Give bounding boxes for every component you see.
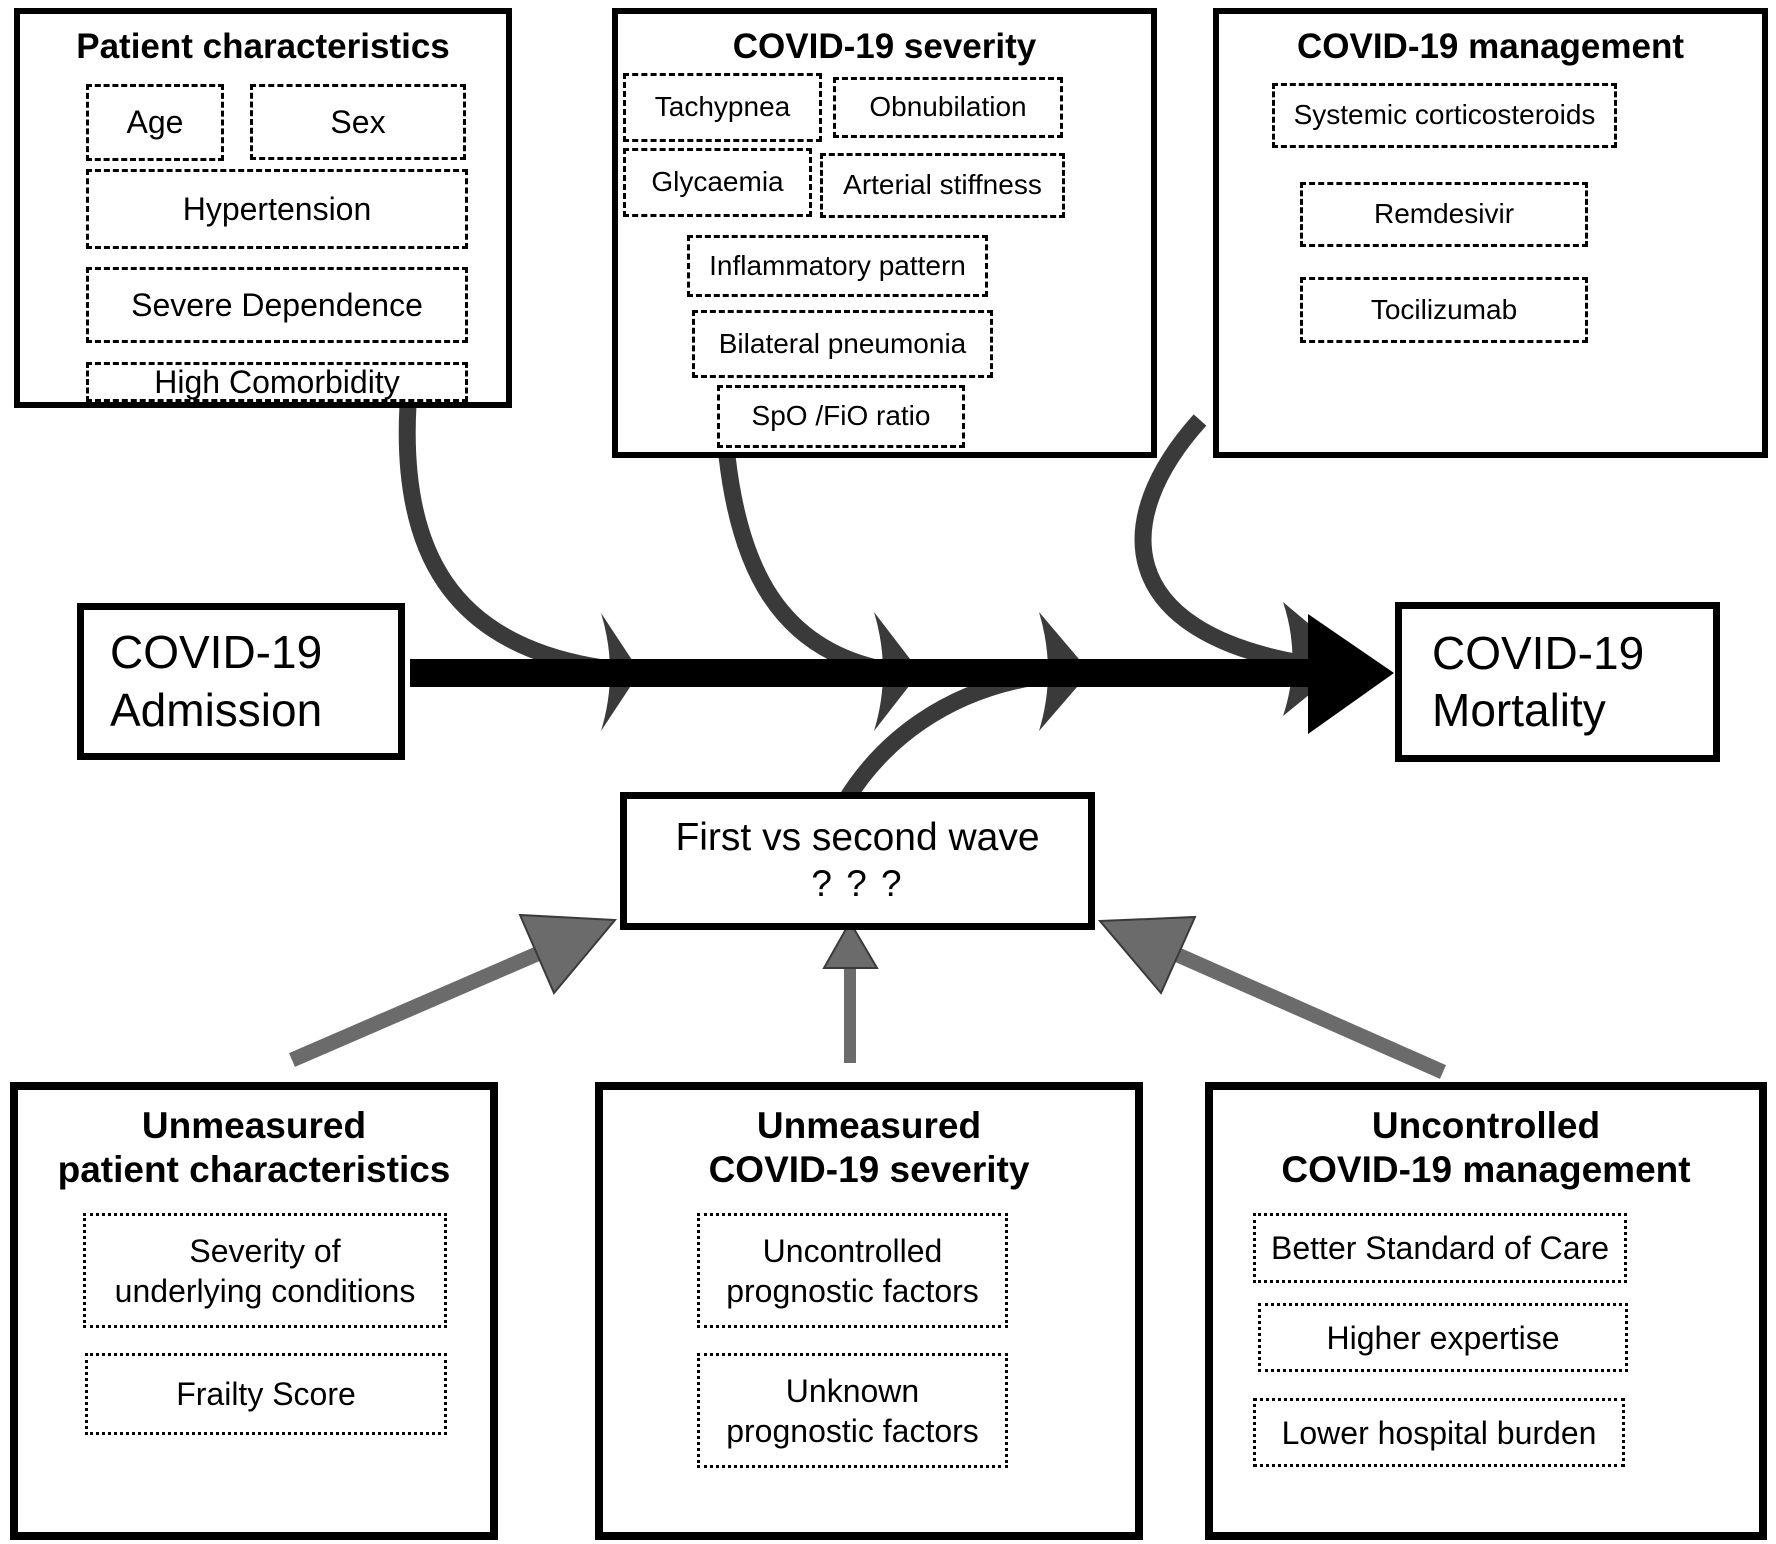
unmeasured-patient-arrow [289,913,618,1067]
hypertension-box: Hypertension [86,169,468,249]
covid-severity-box: COVID-19 severity Tachypnea Obnubilation… [612,8,1157,458]
admission-line1: COVID-19 [110,626,323,678]
covid-admission-box: COVID-19 Admission [77,603,405,760]
severe-dependence-box: Severe Dependence [86,267,468,343]
covid-severity-title: COVID-19 severity [732,27,1037,66]
unmeasured-covid-severity-box: Unmeasured COVID-19 severity Uncontrolle… [595,1082,1143,1540]
main-arrow-shaft [410,659,1315,687]
arterial-stiffness-box: Arterial stiffness [820,153,1065,218]
first-vs-second-wave-box: First vs second wave ? ? ? [620,792,1095,930]
sex-box: Sex [250,84,466,160]
patient-characteristics-effect-arrow [398,404,605,677]
covid-management-title: COVID-19 management [1296,27,1685,66]
covid-severity-effect-arrow [718,455,878,677]
covid-management-effect-arrow [1134,414,1302,672]
uncontrolled-covid-management-box: Uncontrolled COVID-19 management Better … [1205,1082,1767,1540]
uncontrolled-prognostic-factors-box: Uncontrolled prognostic factors [697,1213,1008,1328]
frailty-score-box: Frailty Score [85,1353,447,1435]
higher-expertise-box: Higher expertise [1258,1303,1628,1372]
obnubilation-box: Obnubilation [833,77,1063,138]
unknown-prognostic-factors-box: Unknown prognostic factors [697,1353,1008,1468]
covid-mortality-box: COVID-19 Mortality [1395,602,1720,762]
unmeasured-patient-characteristics-box: Unmeasured patient characteristics Sever… [10,1082,498,1540]
mortality-line2: Mortality [1432,684,1606,736]
wave-question-line1: First vs second wave [675,816,1040,860]
systemic-corticosteroids-box: Systemic corticosteroids [1272,83,1617,148]
uncontrolled-management-arrow [1097,915,1447,1079]
wave-modifier-effect-arrow [838,667,1043,805]
unmeasured-severity-title: Unmeasured COVID-19 severity [708,1105,1030,1191]
tocilizumab-box: Tocilizumab [1300,277,1588,343]
admission-line2: Admission [110,683,323,736]
inflammatory-pattern-box: Inflammatory pattern [687,235,988,297]
mortality-line1: COVID-19 [1432,626,1645,679]
high-comorbidity-box: High Comorbidity [86,362,468,402]
better-standard-of-care-box: Better Standard of Care [1253,1213,1627,1283]
tachypnea-box: Tachypnea [623,73,822,142]
main-arrow-head [1308,614,1394,734]
glycaemia-box: Glycaemia [623,148,812,217]
lower-hospital-burden-box: Lower hospital burden [1253,1398,1625,1467]
patient-characteristics-title: Patient characteristics [76,27,450,66]
unmeasured-severity-arrow [822,919,879,1063]
wave-question-line2: ? ? ? [811,863,904,905]
severity-underlying-conditions-box: Severity of underlying conditions [83,1213,447,1328]
bilateral-pneumonia-box: Bilateral pneumonia [692,310,993,378]
spo2-fio2-ratio-box: SpO /FiO ratio [717,385,965,448]
age-box: Age [86,84,224,161]
remdesivir-box: Remdesivir [1300,182,1588,247]
covid-management-box: COVID-19 management Systemic corticoster… [1213,8,1768,458]
unmeasured-patient-title: Unmeasured patient characteristics [57,1105,451,1191]
uncontrolled-management-title: Uncontrolled COVID-19 management [1281,1105,1691,1191]
patient-characteristics-box: Patient characteristics Age Sex Hyperten… [14,8,512,408]
